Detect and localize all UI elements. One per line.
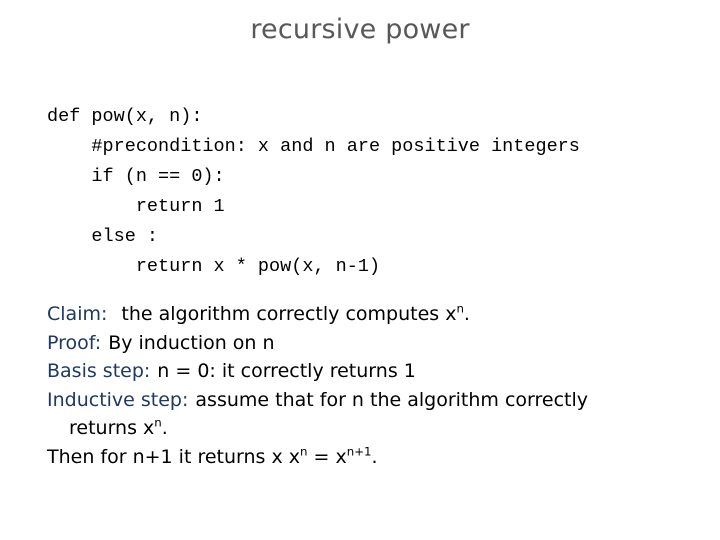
exponent-n: n [300, 444, 308, 459]
proof-tail-inductive-continuation: . [161, 417, 168, 439]
exponent-n: n [456, 301, 464, 316]
code-line: #precondition: x and n are positive inte… [47, 135, 580, 157]
page-title: recursive power [250, 14, 470, 45]
proof-label-claim: Claim: [47, 303, 108, 325]
proof-line-inductive-continuation: returns xn. [47, 414, 712, 443]
proof-tail-claim: . [463, 303, 470, 325]
proof-tail-conclusion: = x [307, 445, 347, 468]
code-line: return 1 [47, 195, 225, 217]
proof-body-proof: By induction on n [108, 331, 275, 354]
code-line: if (n == 0): [47, 165, 225, 187]
proof-line-basis-step: Basis step: n = 0: it correctly returns 1 [47, 357, 712, 386]
proof-line-conclusion: Then for n+1 it returns x xn = xn+1. [47, 443, 712, 472]
proof-body-inductive-continuation: returns x [69, 417, 155, 439]
code-line: def pow(x, n): [47, 105, 203, 127]
proof-label-basis-step: Basis step: [47, 360, 151, 382]
proof-block: Claim: the algorithm correctly computes x… [47, 300, 712, 471]
proof-label-inductive-step: Inductive step: [47, 388, 189, 411]
proof-body-claim: the algorithm correctly computes x [121, 303, 457, 325]
proof-line-inductive-step: Inductive step: assume that for n the alg… [47, 386, 712, 415]
proof-label-proof: Proof: [47, 331, 102, 354]
code-line: return x * pow(x, n-1) [47, 255, 381, 277]
exponent-n-plus-1: n+1 [346, 444, 372, 459]
code-line: else : [47, 225, 159, 247]
proof-line-proof: Proof: By induction on n [47, 329, 712, 358]
proof-body-basis-step: n = 0: it correctly returns 1 [157, 360, 416, 382]
proof-body-conclusion: Then for n+1 it returns x x [47, 445, 301, 468]
proof-body-inductive-step: assume that for n the algorithm correctl… [195, 388, 589, 411]
proof-line-claim: Claim: the algorithm correctly computes x… [47, 300, 712, 329]
proof-tail2-conclusion: . [371, 445, 378, 468]
code-block: def pow(x, n): #precondition: x and n ar… [47, 102, 707, 282]
exponent-n: n [154, 415, 162, 430]
